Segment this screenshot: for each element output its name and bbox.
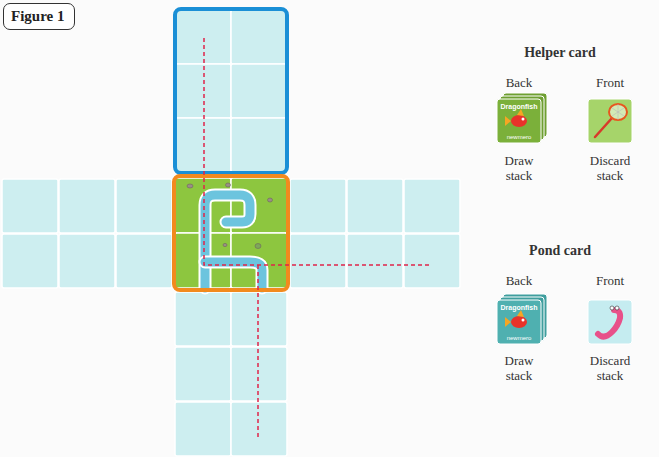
pond-tile bbox=[116, 234, 172, 288]
fish-body bbox=[511, 316, 527, 328]
pond-tile bbox=[116, 179, 172, 233]
stack-caption: Draw stack bbox=[493, 154, 545, 184]
stone bbox=[255, 244, 261, 249]
card-logo: Dragonfish bbox=[501, 103, 538, 111]
figure-label: Figure 1 bbox=[11, 7, 67, 25]
pond-tile bbox=[2, 234, 58, 288]
figure-tag: Figure 1 bbox=[3, 3, 75, 30]
orange-zone-outline bbox=[174, 176, 288, 290]
fish-fin bbox=[517, 109, 524, 116]
worm-eye bbox=[610, 306, 614, 310]
card-brand: newmero bbox=[507, 134, 532, 141]
stack-caption: Draw stack bbox=[493, 354, 545, 384]
pond-tile bbox=[404, 179, 460, 233]
fish-eye bbox=[522, 319, 525, 322]
section-title: Pond card bbox=[529, 243, 591, 259]
stream-bank bbox=[205, 262, 262, 288]
stream-water bbox=[205, 262, 262, 288]
pond-tile bbox=[404, 234, 460, 288]
pond-tile bbox=[175, 292, 231, 346]
blue-zone-outline bbox=[175, 9, 287, 173]
pond-tile bbox=[231, 347, 287, 401]
stone bbox=[187, 184, 193, 188]
fish-body bbox=[511, 115, 527, 127]
pond-back-stack bbox=[497, 294, 547, 344]
card bbox=[588, 99, 632, 143]
pond-tile bbox=[290, 234, 346, 288]
stone bbox=[226, 183, 231, 187]
pond-tile bbox=[2, 179, 58, 233]
column-header: Front bbox=[596, 76, 624, 91]
pond-tile bbox=[175, 402, 231, 456]
pond-tile bbox=[290, 179, 346, 233]
pond-tile bbox=[231, 10, 287, 64]
pond-tile bbox=[231, 64, 287, 118]
pond-tile bbox=[59, 179, 115, 233]
pond-tiles bbox=[2, 10, 460, 456]
pond-tile bbox=[175, 118, 231, 172]
pond-tile bbox=[347, 234, 403, 288]
card-logo: Dragonfish bbox=[501, 304, 538, 312]
stone bbox=[223, 243, 227, 246]
pond-tile bbox=[59, 234, 115, 288]
fish-eye bbox=[522, 118, 525, 121]
helper-front bbox=[588, 99, 632, 143]
start-tiles bbox=[175, 178, 287, 288]
stream-water bbox=[205, 195, 250, 288]
stone bbox=[268, 198, 273, 202]
dashed-path bbox=[257, 265, 259, 440]
pond-tile bbox=[175, 10, 231, 64]
fish-tail bbox=[505, 116, 511, 126]
card bbox=[497, 300, 541, 344]
fish-fin bbox=[517, 310, 524, 317]
card-brand: newmero bbox=[507, 335, 532, 342]
pond-tile bbox=[175, 347, 231, 401]
column-header: Front bbox=[596, 274, 624, 289]
dashed-path bbox=[204, 38, 430, 265]
stack-caption: Discard stack bbox=[584, 354, 636, 384]
worm bbox=[598, 310, 620, 337]
helper-back-stack bbox=[497, 93, 547, 143]
net-handle bbox=[595, 118, 612, 137]
card bbox=[588, 300, 632, 344]
pond-tile bbox=[231, 402, 287, 456]
stream-bank bbox=[205, 195, 250, 288]
dashed-paths bbox=[204, 38, 430, 440]
stones bbox=[187, 183, 273, 249]
net-mesh bbox=[612, 104, 624, 120]
fish-tail bbox=[505, 317, 511, 327]
section-title: Helper card bbox=[524, 45, 596, 61]
worm-eye bbox=[615, 306, 619, 310]
pond-tile bbox=[347, 179, 403, 233]
column-header: Back bbox=[506, 274, 533, 289]
pond-tile bbox=[231, 292, 287, 346]
pond-tile bbox=[231, 118, 287, 172]
column-header: Back bbox=[506, 76, 533, 91]
stack-caption: Discard stack bbox=[584, 154, 636, 184]
stream bbox=[205, 195, 262, 288]
card bbox=[497, 99, 541, 143]
net-hoop bbox=[609, 104, 627, 120]
pond-front bbox=[588, 300, 632, 344]
pond-tile bbox=[175, 64, 231, 118]
